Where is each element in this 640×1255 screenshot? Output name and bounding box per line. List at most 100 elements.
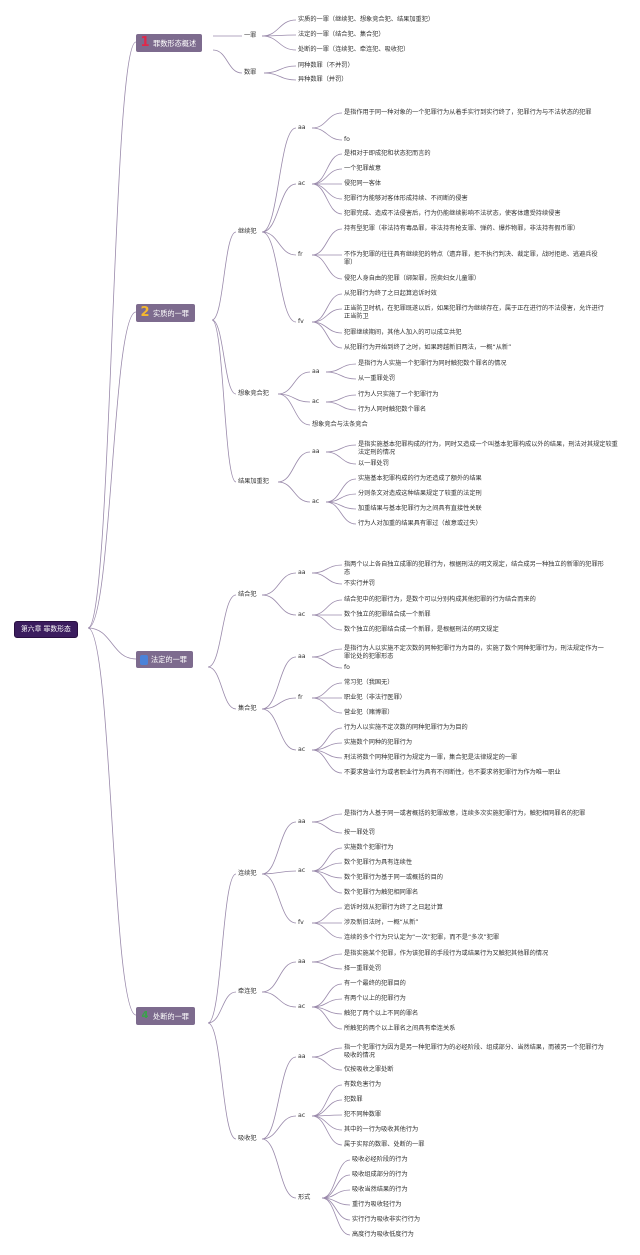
leaf-item[interactable]: 行为人同时触犯数个罪名 — [358, 406, 427, 413]
leaf-item[interactable]: 是指行为人实施一个犯罪行为同时触犯数个罪名的情况 — [358, 360, 507, 367]
leaf-item[interactable]: 行为人以实施不定次数的同种犯罪行为为目的 — [344, 724, 468, 731]
label-aa[interactable]: aa — [298, 124, 306, 131]
leaf-item[interactable]: 不要求营业行为或者职业行为具有不间断性，也不要求将犯罪行为作为唯一职业 — [344, 769, 561, 776]
leaf-item[interactable]: 从犯罪行为开始到终了之时，如果跨越新旧两法，一概“从新” — [344, 344, 512, 351]
leaf-item[interactable]: 侵犯同一客体 — [344, 180, 382, 187]
label-xingshi[interactable]: 形式 — [298, 1194, 311, 1201]
leaf-item[interactable]: 犯不同种数罪 — [344, 1111, 382, 1118]
leaf-item[interactable]: 持有型犯罪（非法持有毒品罪，非法持有枪支罪、弹药、爆炸物罪，非法持有假币罪） — [344, 225, 580, 232]
leaf-item[interactable]: 数个犯罪行为基于同一或概括的目的 — [344, 874, 443, 881]
leaf-item[interactable]: 实施数个犯罪行为 — [344, 844, 394, 851]
leaf-item[interactable]: 一个犯罪故意 — [344, 165, 382, 172]
leaf-item[interactable]: 异种数罪（并罚） — [298, 76, 348, 83]
leaf-item[interactable]: 数个犯罪行为触犯相同罪名 — [344, 889, 419, 896]
leaf-item[interactable]: 有一个最终的犯罪目的 — [344, 980, 406, 987]
leaf-item[interactable]: 从一重罪处罚 — [358, 375, 396, 382]
leaf-item[interactable]: 以一罪处罚 — [358, 460, 389, 467]
leaf-item[interactable]: 犯罪继续期间，其他人加入的可以成立共犯 — [344, 329, 462, 336]
label-aa[interactable]: aa — [298, 1053, 306, 1060]
leaf-item[interactable]: 连续的多个行为只认定为“一次”犯罪，而不是“多次”犯罪 — [344, 934, 500, 941]
leaf-item[interactable]: 刑法将数个同种犯罪行为规定为一罪，集合犯是法律规定的一罪 — [344, 754, 518, 761]
leaf-item[interactable]: 想象竞合与法条竞合 — [312, 421, 368, 428]
leaf-item[interactable]: 不作为犯罪的往往具有继续犯的特点（遗弃罪，拒不执行判决、裁定罪，战时拒绝、逃避兵… — [344, 251, 598, 266]
leaf-item[interactable]: fo — [344, 664, 350, 671]
label-ac[interactable]: ac — [298, 867, 306, 874]
category-shuzui[interactable]: 数罪 — [244, 69, 257, 76]
leaf-item[interactable]: 法定的一罪（结合犯、集合犯） — [298, 31, 385, 38]
leaf-item[interactable]: 按一罪处罚 — [344, 829, 375, 836]
leaf-item[interactable]: 处断的一罪（连续犯、牵连犯、吸收犯） — [298, 46, 410, 53]
label-aa[interactable]: aa — [298, 958, 306, 965]
label-aa[interactable]: aa — [312, 448, 320, 455]
leaf-item[interactable]: 实施数个同种的犯罪行为 — [344, 739, 413, 746]
label-aa[interactable]: aa — [298, 569, 306, 576]
leaf-item[interactable]: 其中的一行为吸收其他行为 — [344, 1126, 419, 1133]
leaf-item[interactable]: 正当防卫时机，在犯罪既遂以后，如果犯罪行为继续存在，属于正在进行的不法侵害，允许… — [344, 305, 604, 320]
leaf-item[interactable]: 结合犯中的犯罪行为，是数个可以分别构成其他犯罪的行为结合而来的 — [344, 596, 536, 603]
leaf-item[interactable]: 常习犯（我国无） — [344, 679, 394, 686]
leaf-item[interactable]: 实施基本犯罪构成的行为还造成了额外的结果 — [358, 475, 482, 482]
label-ac[interactable]: ac — [298, 746, 306, 753]
label-fr[interactable]: fr — [298, 694, 303, 701]
root-node[interactable]: 第六章 罪数形态 — [14, 621, 78, 638]
leaf-item[interactable]: 数个独立的犯罪结合成一个新罪，是根据刑法的明文规定 — [344, 626, 499, 633]
label-aa[interactable]: aa — [298, 653, 306, 660]
leaf-item[interactable]: fo — [344, 136, 350, 143]
leaf-item[interactable]: 指一个犯罪行为因为是另一种犯罪行为的必经阶段、组成部分、当然结果，而被另一个犯罪… — [344, 1044, 604, 1059]
leaf-item[interactable]: 属于实际的数罪、处断的一罪 — [344, 1141, 425, 1148]
leaf-item[interactable]: 犯罪完成、造成不法侵害后，行为仍能继续影响不法状态，使客体遭受持续侵害 — [344, 210, 561, 217]
leaf-item[interactable]: 分则条文对造成这种结果规定了较重的法定刑 — [358, 490, 482, 497]
label-fr[interactable]: fr — [298, 251, 303, 258]
leaf-item[interactable]: 是指行为人基于同一或者概括的犯罪故意，连续多次实施犯罪行为，触犯相同罪名的犯罪 — [344, 810, 586, 817]
label-ac[interactable]: ac — [298, 1112, 306, 1119]
leaf-item[interactable]: 不实行并罚 — [344, 580, 375, 587]
label-ac[interactable]: ac — [298, 180, 306, 187]
label-fv[interactable]: fv — [298, 318, 304, 325]
leaf-item[interactable]: 数个犯罪行为具有连续性 — [344, 859, 413, 866]
leaf-item[interactable]: 涉及新旧法时，一概“从新” — [344, 919, 419, 926]
leaf-item[interactable]: 同种数罪（不并罚） — [298, 62, 354, 69]
leaf-item[interactable]: 吸收当然结果的行为 — [352, 1186, 408, 1193]
leaf-item[interactable]: 数个独立的犯罪结合成一个新罪 — [344, 611, 431, 618]
category-jieguo[interactable]: 结果加重犯 — [238, 478, 269, 485]
category-jihe[interactable]: 集合犯 — [238, 705, 257, 712]
leaf-item[interactable]: 指两个以上各自独立成罪的犯罪行为，根据刑法的明文规定，结合成另一种独立的新罪的犯… — [344, 561, 604, 576]
leaf-item[interactable]: 从犯罪行为终了之日起算追诉时效 — [344, 290, 437, 297]
leaf-item[interactable]: 有两个以上的犯罪行为 — [344, 995, 406, 1002]
label-ac[interactable]: ac — [312, 398, 320, 405]
leaf-item[interactable]: 吸收组成部分的行为 — [352, 1171, 408, 1178]
leaf-item[interactable]: 加重结果与基本犯罪行为之间具有直接性关联 — [358, 505, 482, 512]
leaf-item[interactable]: 侵犯人身自由的犯罪（绑架罪，拐卖妇女儿童罪） — [344, 275, 481, 282]
category-jiehe[interactable]: 结合犯 — [238, 591, 257, 598]
section-node-3[interactable]: 3法定的一罪 — [136, 651, 193, 668]
label-ac[interactable]: ac — [312, 498, 320, 505]
leaf-item[interactable]: 实质的一罪（继续犯、想象竞合犯、结果加重犯） — [298, 16, 435, 23]
label-aa[interactable]: aa — [312, 368, 320, 375]
leaf-item[interactable]: 是指作用于同一种对象的一个犯罪行为从着手实行到实行终了，犯罪行为与不法状态的犯罪 — [344, 109, 592, 116]
leaf-item[interactable]: 追诉时效从犯罪行为终了之日起计算 — [344, 904, 443, 911]
leaf-item[interactable]: 有数危害行为 — [344, 1081, 382, 1088]
leaf-item[interactable]: 仅按吸收之罪处断 — [344, 1066, 394, 1073]
leaf-item[interactable]: 重行为吸收轻行为 — [352, 1201, 402, 1208]
leaf-item[interactable]: 营业犯（赌博罪） — [344, 709, 394, 716]
leaf-item[interactable]: 犯罪行为能够对客体形成持续、不间断的侵害 — [344, 195, 468, 202]
leaf-item[interactable]: 行为人对加重的结果具有罪过（故意或过失） — [358, 520, 482, 527]
leaf-item[interactable]: 是相对于即成犯和状态犯而言的 — [344, 150, 431, 157]
leaf-item[interactable]: 吸收必经阶段的行为 — [352, 1156, 408, 1163]
leaf-item[interactable]: 是指行为人以实施不定次数的同种犯罪行为为目的，实施了数个同种犯罪行为，刑法规定作… — [344, 645, 604, 660]
category-yizui[interactable]: 一罪 — [244, 32, 257, 39]
category-xiangxiang[interactable]: 想象竞合犯 — [238, 390, 269, 397]
leaf-item[interactable]: 触犯了两个以上不同的罪名 — [344, 1010, 419, 1017]
leaf-item[interactable]: 择一重罪处罚 — [344, 965, 382, 972]
leaf-item[interactable]: 所触犯的两个以上罪名之间具有牵连关系 — [344, 1025, 456, 1032]
leaf-item[interactable]: 实行行为吸收非实行行为 — [352, 1216, 421, 1223]
label-ac[interactable]: ac — [298, 611, 306, 618]
leaf-item[interactable]: 是指实施基本犯罪构成的行为，同时又造成一个叫基本犯罪构成以外的结果，刑法对其规定… — [358, 441, 618, 456]
leaf-item[interactable]: 是指实施某个犯罪，作为该犯罪的手段行为或结果行为又触犯其他罪的情况 — [344, 950, 549, 957]
category-jixu[interactable]: 继续犯 — [238, 228, 257, 235]
category-lianxu[interactable]: 连续犯 — [238, 870, 257, 877]
leaf-item[interactable]: 行为人只实施了一个犯罪行为 — [358, 391, 439, 398]
